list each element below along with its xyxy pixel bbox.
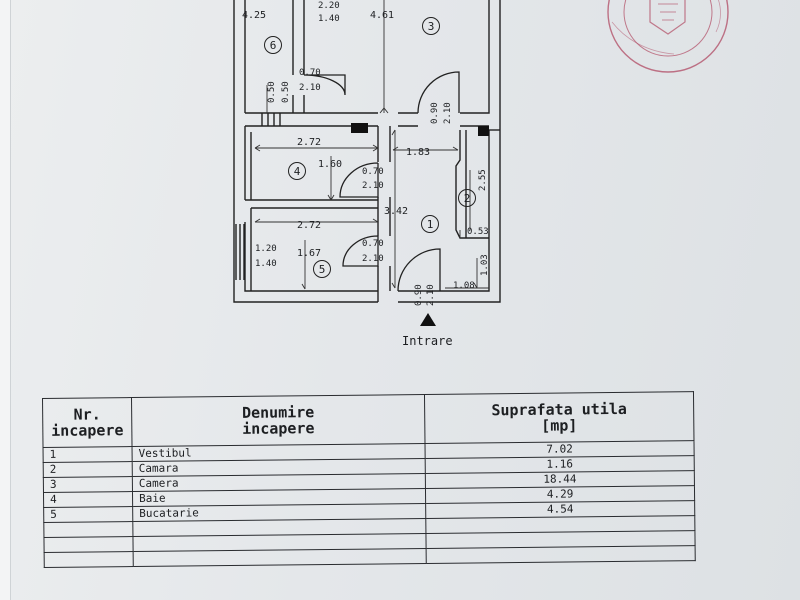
dim-1-40: 1.40 bbox=[255, 259, 277, 269]
door-entrance bbox=[397, 248, 441, 292]
dim-0-50-b: 0.50 bbox=[281, 81, 291, 103]
entrance-label: Intrare bbox=[402, 334, 453, 348]
dim-2-20: 2.20 bbox=[318, 1, 340, 11]
dim-0-90-b: 0.90 bbox=[414, 284, 424, 306]
header-area: Suprafata utila [mp] bbox=[424, 391, 694, 444]
cell-nr bbox=[43, 536, 134, 553]
header-name: Denumire incapere bbox=[131, 394, 425, 447]
dim-4-25: 4.25 bbox=[242, 10, 266, 21]
room-number-6: 6 bbox=[270, 39, 277, 52]
door-room5 bbox=[342, 235, 379, 267]
dim-1-60: 1.60 bbox=[318, 159, 342, 170]
cell-nr: 2 bbox=[43, 461, 133, 478]
table-header-row: Nr. incapere Denumire incapere Suprafata… bbox=[42, 391, 694, 448]
outer-wall-right bbox=[398, 0, 501, 303]
paper-edge bbox=[0, 0, 11, 600]
dim-2-55: 2.55 bbox=[478, 169, 488, 191]
dim-0-53: 0.53 bbox=[467, 227, 489, 237]
dim-0-90-a: 0.90 bbox=[430, 102, 440, 124]
dim-1-03: 1.03 bbox=[480, 254, 490, 276]
dim-2-10-e: 2.10 bbox=[426, 284, 436, 306]
dim-0-70-b: 0.70 bbox=[362, 167, 384, 177]
cell-area bbox=[426, 545, 696, 564]
cell-nr: 5 bbox=[43, 506, 133, 523]
room-number-4: 4 bbox=[294, 165, 301, 178]
room-area-table: Nr. incapere Denumire incapere Suprafata… bbox=[42, 391, 696, 568]
dim-1-08: 1.08 bbox=[453, 281, 475, 291]
dim-4-61: 4.61 bbox=[370, 10, 394, 21]
dim-2-72-a: 2.72 bbox=[297, 137, 321, 148]
room-number-5: 5 bbox=[319, 263, 326, 276]
cell-nr: 1 bbox=[43, 446, 133, 463]
dim-0-70-a: 0.70 bbox=[299, 68, 321, 78]
cell-nr: 4 bbox=[43, 491, 133, 508]
door-room3-room6 bbox=[303, 74, 346, 96]
dim-2-10-b: 2.10 bbox=[443, 102, 453, 124]
room-number-2: 2 bbox=[464, 192, 471, 205]
entrance-arrow-icon bbox=[420, 313, 436, 326]
door-room4 bbox=[339, 162, 379, 198]
dim-1-83: 1.83 bbox=[406, 147, 430, 158]
dim-2-10-c: 2.10 bbox=[362, 181, 384, 191]
cell-name bbox=[133, 548, 427, 567]
dim-3-42: 3.42 bbox=[384, 206, 408, 217]
dim-2-10-d: 2.10 bbox=[362, 254, 384, 264]
dim-2-10-a: 2.10 bbox=[299, 83, 321, 93]
dim-1-67: 1.67 bbox=[297, 248, 321, 259]
dim-2-72-b: 2.72 bbox=[297, 220, 321, 231]
cell-nr bbox=[44, 551, 134, 568]
official-stamp bbox=[607, 0, 729, 73]
dim-1-20: 1.20 bbox=[255, 244, 277, 254]
outer-wall-left bbox=[233, 0, 378, 303]
dim-1-40-top: 1.40 bbox=[318, 14, 340, 24]
dim-0-70-c: 0.70 bbox=[362, 239, 384, 249]
header-nr: Nr. incapere bbox=[42, 397, 133, 448]
cell-nr: 3 bbox=[43, 476, 133, 493]
cell-nr bbox=[43, 521, 133, 538]
wall-stub-1 bbox=[351, 123, 368, 133]
wall-stub-2 bbox=[478, 126, 489, 136]
door-room3 bbox=[417, 71, 460, 114]
room-number-3: 3 bbox=[428, 20, 435, 33]
room-number-1: 1 bbox=[427, 218, 434, 231]
dim-0-50-a: 0.50 bbox=[267, 81, 277, 103]
